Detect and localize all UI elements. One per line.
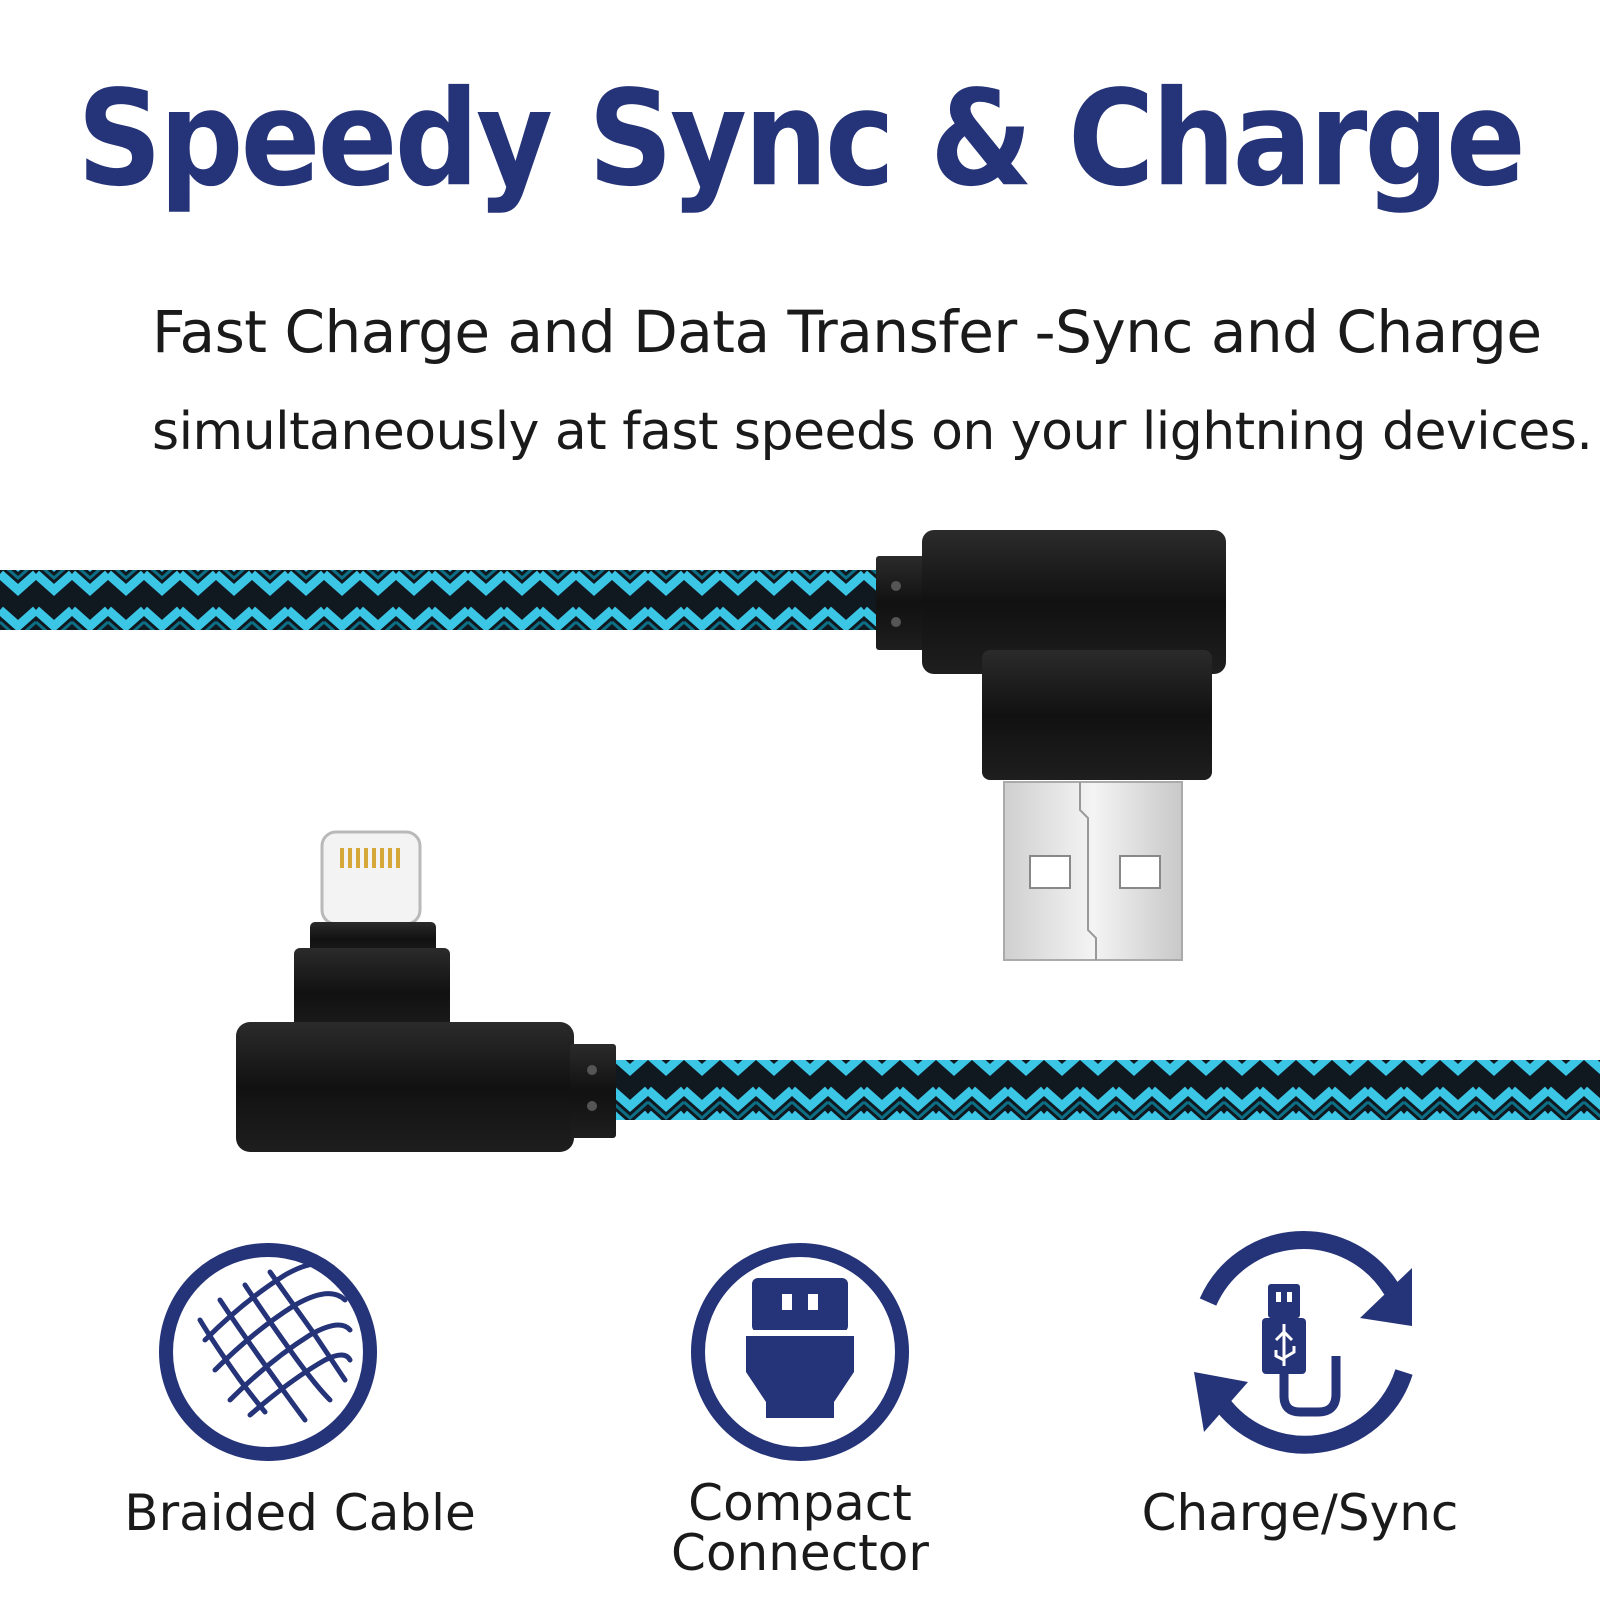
feature-label-line: Connector: [671, 1524, 929, 1582]
usb-connector: [876, 530, 1226, 961]
lightning-connector: [236, 830, 616, 1152]
feature-label-braided-cable: Braided Cable: [124, 1484, 476, 1542]
braided-cable-icon: [159, 1243, 377, 1461]
subline-2: simultaneously at fast speeds on your li…: [152, 402, 1593, 462]
charge-sync-icon: [1194, 1231, 1413, 1454]
feature-label-line: Compact: [688, 1474, 912, 1532]
subline-1: Fast Charge and Data Transfer -Sync and …: [152, 298, 1542, 366]
upper-braided-cable: [0, 570, 885, 630]
connector-icon: [691, 1243, 909, 1461]
lower-braided-cable: [612, 1060, 1600, 1120]
headline: Speedy Sync & Charge: [77, 61, 1526, 216]
feature-label-compact-connector: Compact Connector: [600, 1478, 1000, 1578]
feature-label-charge-sync: Charge/Sync: [1141, 1484, 1459, 1542]
